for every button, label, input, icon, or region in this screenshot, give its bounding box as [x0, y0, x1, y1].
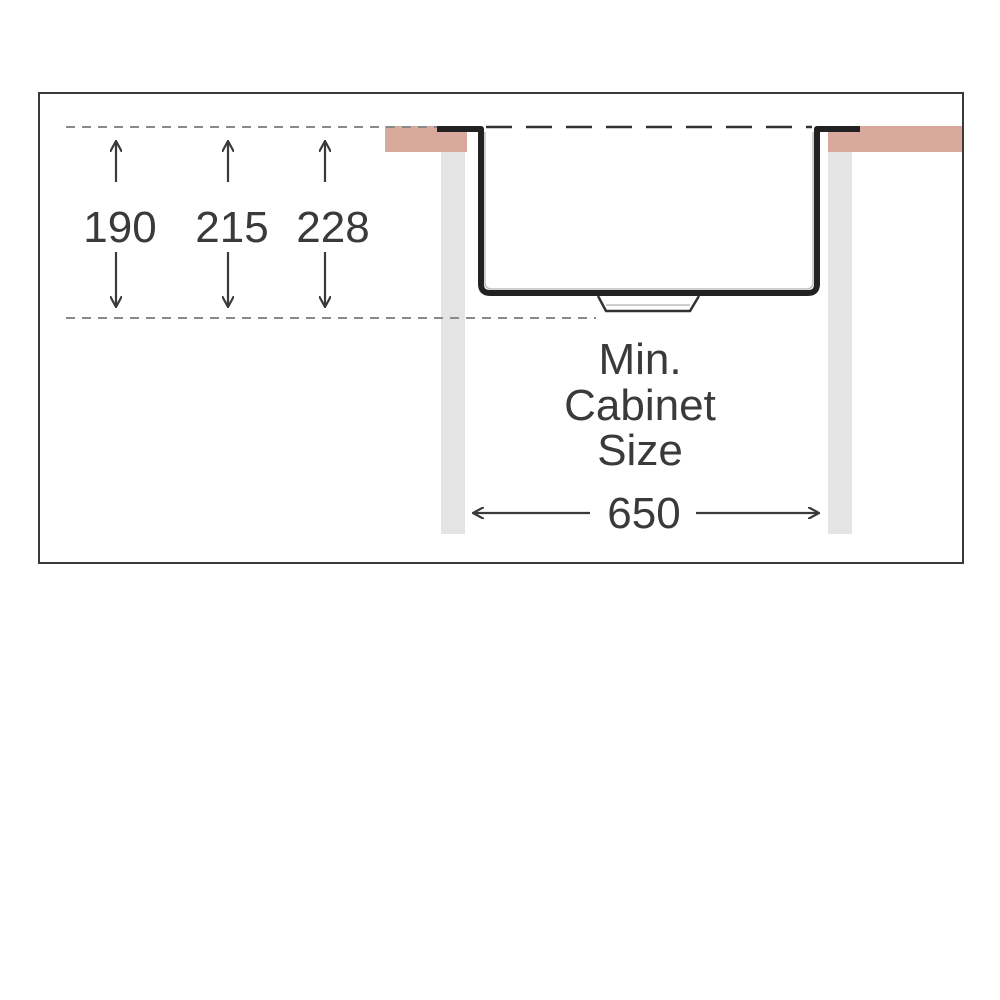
cabinet-label-line2: Cabinet	[564, 381, 716, 430]
width-dimension-650: 650	[474, 489, 818, 538]
sink-bowl-outline	[437, 126, 860, 296]
height-dimension-215: 215	[195, 142, 269, 306]
height-label-215: 215	[195, 203, 268, 252]
cabinet-label-line3: Size	[597, 426, 683, 475]
drain-outlet	[596, 295, 701, 313]
width-label-650: 650	[607, 489, 680, 538]
cabinet-label-line1: Min.	[598, 335, 681, 384]
height-dimension-228: 228	[296, 142, 370, 306]
cabinet-side-left	[441, 152, 465, 534]
height-label-228: 228	[296, 203, 369, 252]
sink-bowl-inner	[484, 132, 814, 290]
height-label-190: 190	[83, 203, 156, 252]
diagram-frame	[38, 92, 964, 564]
height-dimension-190: 190	[83, 142, 157, 306]
cabinet-side-right	[828, 152, 852, 534]
